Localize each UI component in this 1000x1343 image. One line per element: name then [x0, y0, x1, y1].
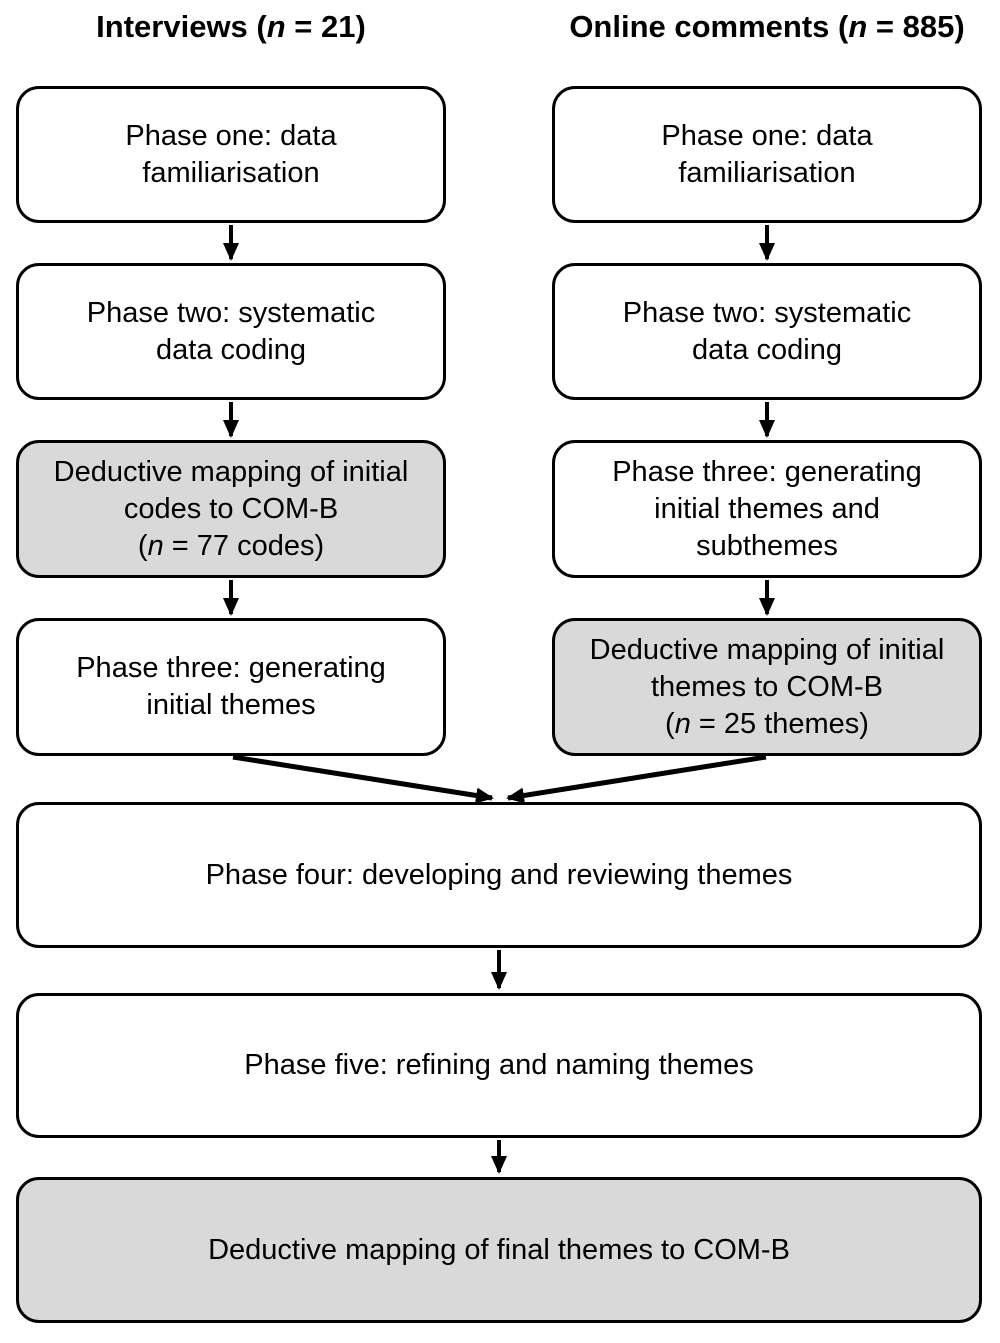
count-text: = 25 themes) — [690, 707, 869, 740]
column-header-online-comments: Online comments (n = 885) — [552, 6, 982, 48]
count-text: ( — [137, 529, 148, 562]
box-comments-phase-two: Phase two: systematic data coding — [552, 263, 982, 400]
box-text-line: Phase five: refining and naming themes — [244, 1049, 754, 1081]
box-text-line: Phase three: generating — [612, 455, 922, 488]
count-text: ( — [665, 707, 675, 740]
box-text-line: Deductive mapping of initial — [589, 633, 945, 666]
box-text-line: codes to COM-B — [123, 492, 339, 525]
box-text-line: themes to COM-B — [650, 670, 884, 703]
box-comments-phase-one: Phase one: data familiarisation — [552, 86, 982, 223]
box-text-line: Phase four: developing and reviewing the… — [205, 858, 793, 891]
header-text: Online comments ( — [569, 9, 849, 44]
arrow-converge-left-icon — [232, 754, 494, 804]
box-phase-four: Phase four: developing and reviewing the… — [16, 802, 982, 948]
box-text-line: familiarisation — [142, 156, 320, 189]
box-text-line: Phase one: data — [661, 119, 873, 152]
box-phase-five: Phase five: refining and naming themes — [16, 993, 982, 1138]
box-text-line: Deductive mapping of initial — [53, 455, 409, 488]
box-text-line: familiarisation — [678, 156, 856, 189]
box-text-line: Deductive mapping of final themes to COM… — [208, 1233, 790, 1266]
box-text-line: (n = 77 codes) — [138, 528, 324, 565]
header-n-italic: n — [848, 9, 868, 44]
box-interviews-phase-three: Phase three: generating initial themes — [16, 618, 446, 756]
count-n-italic: n — [674, 707, 691, 740]
box-text-line: data coding — [692, 333, 842, 366]
box-text-line: Phase three: generating — [76, 652, 386, 684]
box-text-line: subthemes — [696, 529, 838, 562]
box-comments-phase-three: Phase three: generating initial themes a… — [552, 440, 982, 578]
count-n-italic: n — [147, 529, 164, 562]
header-text: = 21) — [285, 9, 366, 44]
box-final-deductive-mapping: Deductive mapping of final themes to COM… — [16, 1177, 982, 1323]
box-text-line: data coding — [156, 333, 306, 366]
box-interviews-phase-two: Phase two: systematic data coding — [16, 263, 446, 400]
box-interviews-deductive-mapping: Deductive mapping of initial codes to CO… — [16, 440, 446, 578]
box-text-line: initial themes — [146, 689, 316, 721]
box-text-line: Phase two: systematic — [86, 296, 376, 329]
box-text-line: (n = 25 themes) — [665, 706, 869, 743]
header-text: Interviews ( — [96, 9, 267, 44]
arrow-converge-right-icon — [506, 754, 767, 804]
box-text-line: Phase one: data — [125, 119, 337, 152]
count-text: = 77 codes) — [163, 529, 325, 562]
box-interviews-phase-one: Phase one: data familiarisation — [16, 86, 446, 223]
box-comments-deductive-mapping: Deductive mapping of initial themes to C… — [552, 618, 982, 756]
header-n-italic: n — [266, 9, 286, 44]
box-text-line: Phase two: systematic — [622, 296, 912, 329]
header-text: = 885) — [867, 9, 965, 44]
column-header-interviews: Interviews (n = 21) — [16, 6, 446, 48]
box-text-line: initial themes and — [654, 492, 880, 525]
